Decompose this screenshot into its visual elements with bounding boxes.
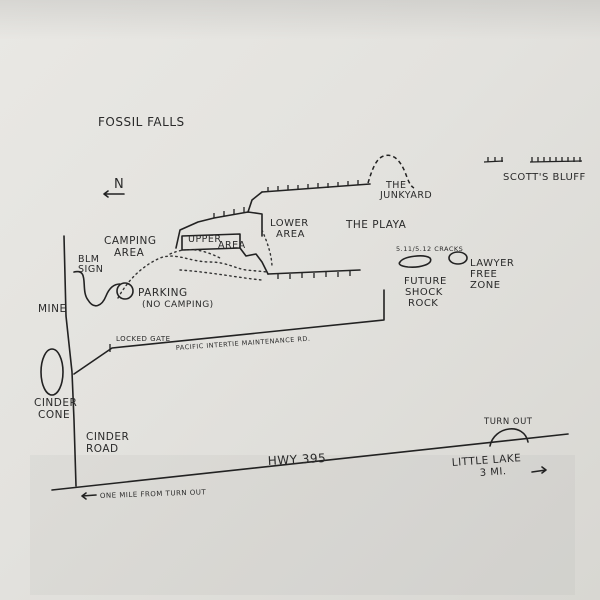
parking-label-line2: (NO CAMPING) <box>142 300 214 310</box>
hwy-395-line <box>51 433 569 491</box>
north-label: N <box>114 177 124 192</box>
north-arrow-icon <box>103 190 125 198</box>
cliff-rim <box>175 180 371 275</box>
north-arrow: N <box>103 177 125 198</box>
junkyard-trail <box>367 154 415 189</box>
little-lake-label-line1: LITTLE LAKE <box>451 452 521 469</box>
lawyer-free-zone-shape <box>448 251 468 265</box>
camping-area-label-line2: AREA <box>114 247 145 259</box>
trail-lower <box>179 269 263 281</box>
cinder-cone-label-line2: CONE <box>38 409 70 421</box>
pacific-intertie-road <box>73 289 385 375</box>
lawyer-free-zone-label-line2: FREE <box>470 269 497 280</box>
junkyard-label-line2: JUNKYARD <box>379 190 432 201</box>
playa-boundary <box>267 269 361 279</box>
lower-area-label-line2: AREA <box>276 229 305 240</box>
cinder-cone-label-line1: CINDER <box>34 397 77 409</box>
little-lake-label-line2: 3 MI. <box>479 466 506 479</box>
scotts-bluff-label: SCOTT'S BLUFF <box>503 172 586 183</box>
map-title: FOSSIL FALLS <box>98 115 185 129</box>
future-shock-rock-shape <box>398 255 432 268</box>
one-mile-arrow-icon <box>81 492 97 500</box>
trail-lower-area <box>261 229 273 269</box>
junkyard-label-line1: THE <box>385 180 406 191</box>
cinder-road-line <box>63 235 77 487</box>
lawyer-free-zone-label-line3: ZONE <box>470 280 501 291</box>
playa-label: THE PLAYA <box>345 219 407 231</box>
locked-gate-label: LOCKED GATE <box>116 335 171 343</box>
bleed-through-text <box>30 455 575 595</box>
little-lake-arrow-icon <box>531 466 547 474</box>
turn-out-shape <box>489 428 529 447</box>
page-shadow <box>0 0 600 40</box>
mine-label: MINE <box>38 303 67 315</box>
trail-to-upper-area <box>117 255 269 299</box>
road-to-parking <box>73 270 121 307</box>
future-shock-rock-label-line1: FUTURE <box>404 276 447 287</box>
trail-spur <box>169 248 221 259</box>
blm-sign-label-line1: BLM <box>78 254 100 265</box>
cinder-road-label-line2: ROAD <box>86 443 119 455</box>
blm-sign-label-line2: SIGN <box>78 264 103 275</box>
future-shock-rock-label-line2: SHOCK <box>405 287 443 298</box>
cinder-cone-shape <box>40 348 64 396</box>
turn-out-label: TURN OUT <box>483 417 533 427</box>
scotts-bluff-cliff <box>483 157 583 163</box>
parking-circle <box>116 282 134 300</box>
lawyer-free-zone-label-line1: LAWYER <box>470 258 514 269</box>
parking-label-line1: PARKING <box>138 287 188 299</box>
pacific-intertie-road-label: PACIFIC INTERTIE MAINTENANCE RD. <box>176 335 311 352</box>
hwy-395-label: HWY 395 <box>267 451 326 468</box>
upper-area-label-line2: AREA <box>218 240 246 251</box>
one-mile-label: ONE MILE FROM TURN OUT <box>100 488 207 500</box>
future-shock-rock-label-line3: ROCK <box>408 298 438 309</box>
camping-area-label-line1: CAMPING <box>104 235 157 247</box>
upper-area-label-line1: UPPER <box>188 234 222 245</box>
cinder-road-label-line1: CINDER <box>86 431 129 443</box>
lower-area-label-line1: LOWER <box>270 218 309 229</box>
cracks-label: 5.11/5.12 CRACKS <box>396 245 463 253</box>
